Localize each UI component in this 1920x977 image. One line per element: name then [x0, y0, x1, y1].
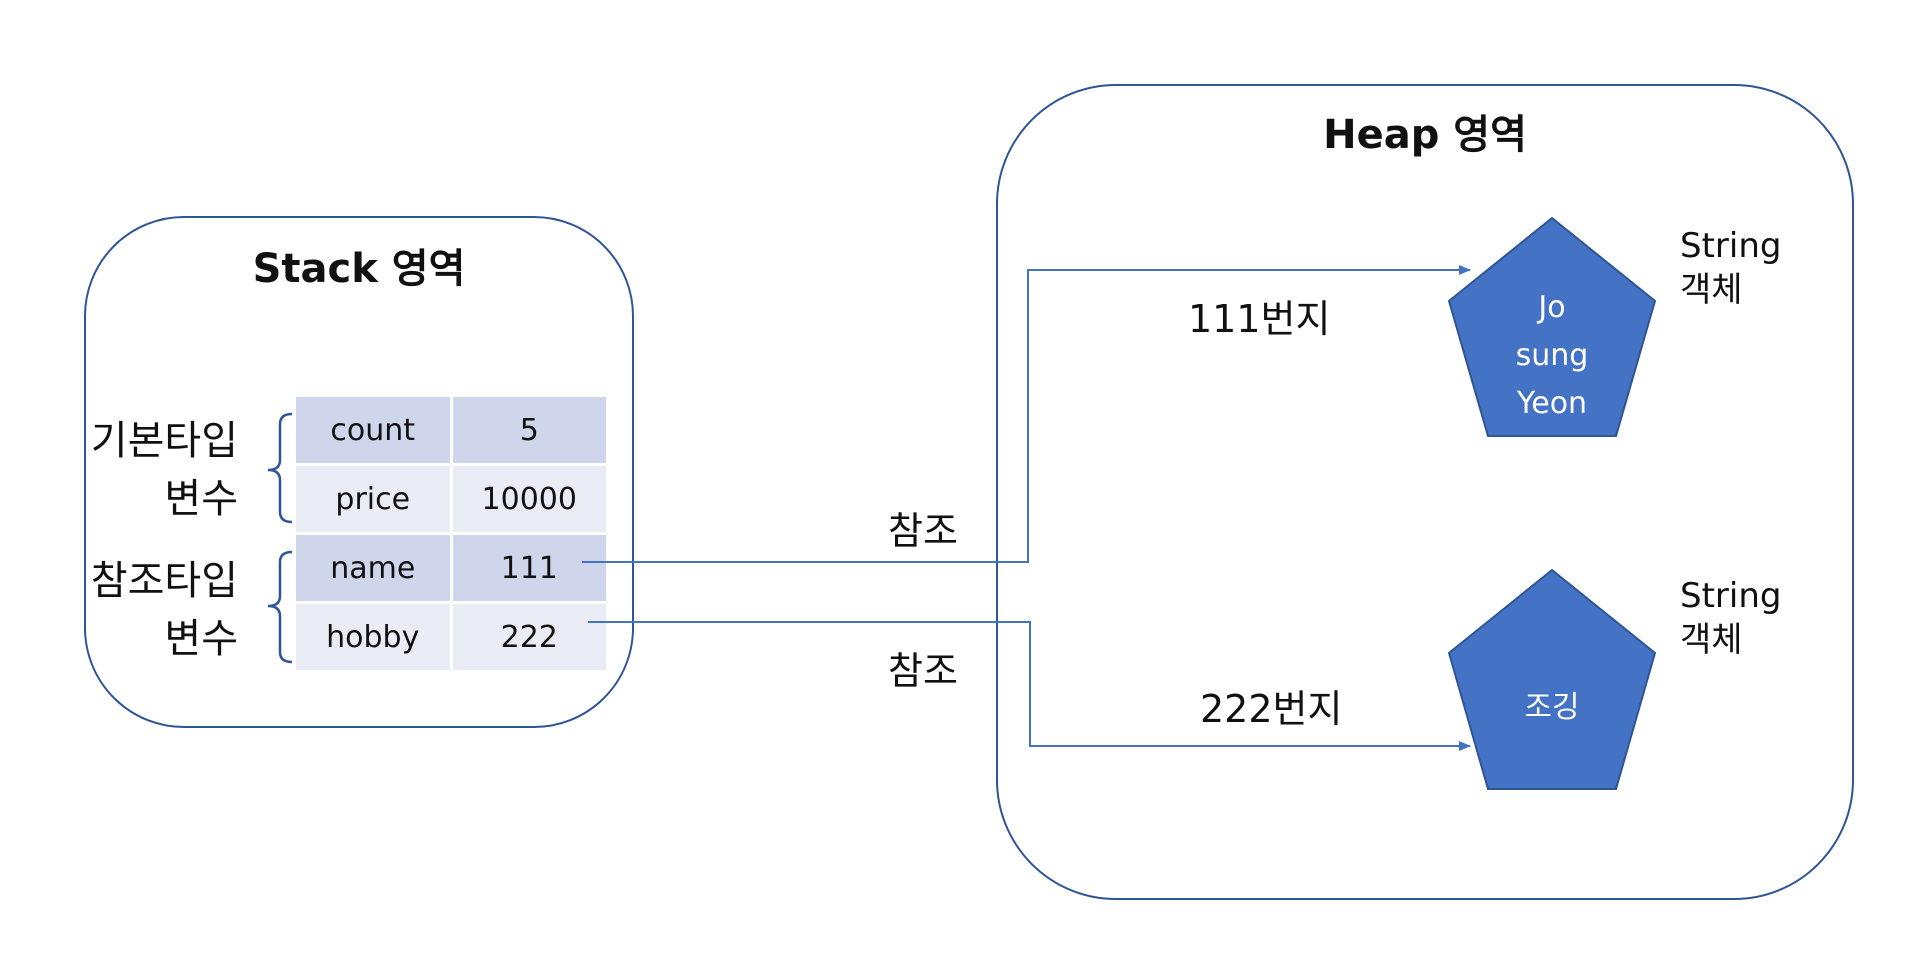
reference-connector-222 [588, 621, 1471, 751]
type-label-1-line-1: String [1680, 226, 1782, 266]
reference-label-line2: 변수 [164, 616, 238, 662]
heap-region: Heap 영역 [996, 84, 1854, 900]
type-label-2-line-2: 객체 [1680, 620, 1743, 660]
string-object-type-label-2: String 객체 [1680, 574, 1781, 662]
var-name-count: count [293, 394, 453, 466]
primitive-label-line2: 변수 [164, 476, 238, 522]
var-name-price: price [293, 463, 453, 535]
var-name-hobby: hobby [293, 601, 453, 673]
primitive-brace [267, 412, 293, 524]
var-value-count: 5 [449, 394, 609, 466]
heap-address-111: 111번지 [1188, 297, 1331, 341]
primitive-group-label: 기본타입 변수 [86, 412, 238, 528]
reference-label-line1: 참조타입 [90, 558, 238, 604]
var-value-hobby: 222 [449, 601, 609, 673]
object-2-line-1: 조깅 [1524, 690, 1580, 725]
var-value-price: 10000 [449, 463, 609, 535]
table-row: price 10000 [293, 463, 609, 535]
reference-connector-111 [582, 265, 1471, 563]
stack-title: Stack 영역 [252, 246, 466, 292]
reference-group-label: 참조타입 변수 [86, 552, 238, 668]
object-1-line-1: Jo [1538, 290, 1566, 325]
table-row: name 111 [293, 532, 609, 604]
table-row: count 5 [293, 394, 609, 466]
reference-label-2: 참조 [888, 649, 958, 693]
string-object-value-2: 조깅 [1472, 684, 1632, 732]
var-name-name: name [293, 532, 453, 604]
object-1-line-2: sung [1515, 338, 1589, 373]
string-object-value-1: Jo sung Yeon [1472, 284, 1632, 428]
string-object-shape-1 [1447, 216, 1657, 437]
type-label-1-line-2: 객체 [1680, 270, 1743, 310]
table-row: hobby 222 [293, 601, 609, 673]
heap-address-222: 222번지 [1200, 687, 1343, 731]
string-object-type-label-1: String 객체 [1680, 224, 1781, 312]
string-object-shape-2 [1447, 568, 1657, 790]
primitive-label-line1: 기본타입 [90, 418, 238, 464]
object-1-line-3: Yeon [1516, 386, 1588, 421]
stack-variable-table: count 5 price 10000 name 111 hobby 222 [293, 394, 609, 673]
heap-title: Heap 영역 [1323, 112, 1527, 158]
reference-label-1: 참조 [888, 509, 958, 553]
type-label-2-line-1: String [1680, 576, 1782, 616]
var-value-name: 111 [449, 532, 609, 604]
reference-brace [267, 550, 293, 664]
